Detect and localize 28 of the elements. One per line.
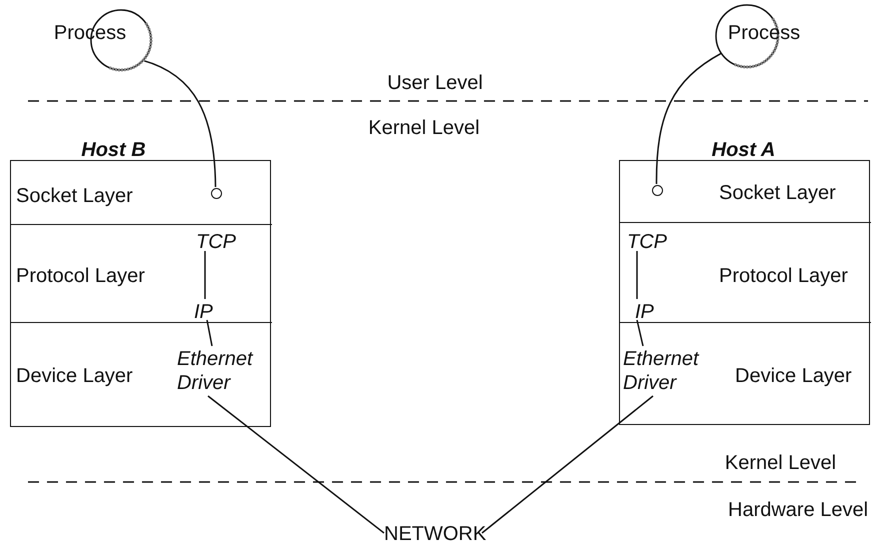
layer-label: Socket Layer [719, 182, 837, 204]
connector-line [636, 251, 638, 299]
connector-line [142, 60, 216, 188]
level-label: User Level [386, 72, 484, 94]
level-label: Kernel Level [368, 117, 480, 139]
layer-label: Protocol Layer [16, 265, 146, 287]
layer-label: Protocol Layer [719, 265, 849, 287]
connector-line [482, 395, 654, 534]
socket-circle [652, 185, 663, 196]
protocol-label: TCP [627, 230, 671, 252]
connector-line [208, 395, 384, 534]
layer-label: Device Layer [16, 365, 134, 387]
level-label: Kernel Level [724, 452, 838, 474]
protocol-label: TCP [196, 230, 240, 252]
host-label: Host A [710, 139, 776, 161]
layer-label: Socket Layer [16, 185, 134, 207]
connector-line [656, 52, 722, 184]
protocol-label: Ethernet Driver [623, 347, 711, 397]
socket-circle [211, 188, 222, 199]
protocol-label: Ethernet Driver [177, 347, 265, 397]
host-label: Host B [80, 139, 147, 161]
protocol-label: IP [194, 300, 220, 321]
protocol-label: IP [635, 300, 661, 321]
connector-line [206, 320, 213, 346]
connector-line [204, 251, 206, 299]
process-label: Process [726, 22, 802, 44]
connector-line [636, 320, 644, 346]
layer-label: Device Layer [735, 365, 853, 387]
